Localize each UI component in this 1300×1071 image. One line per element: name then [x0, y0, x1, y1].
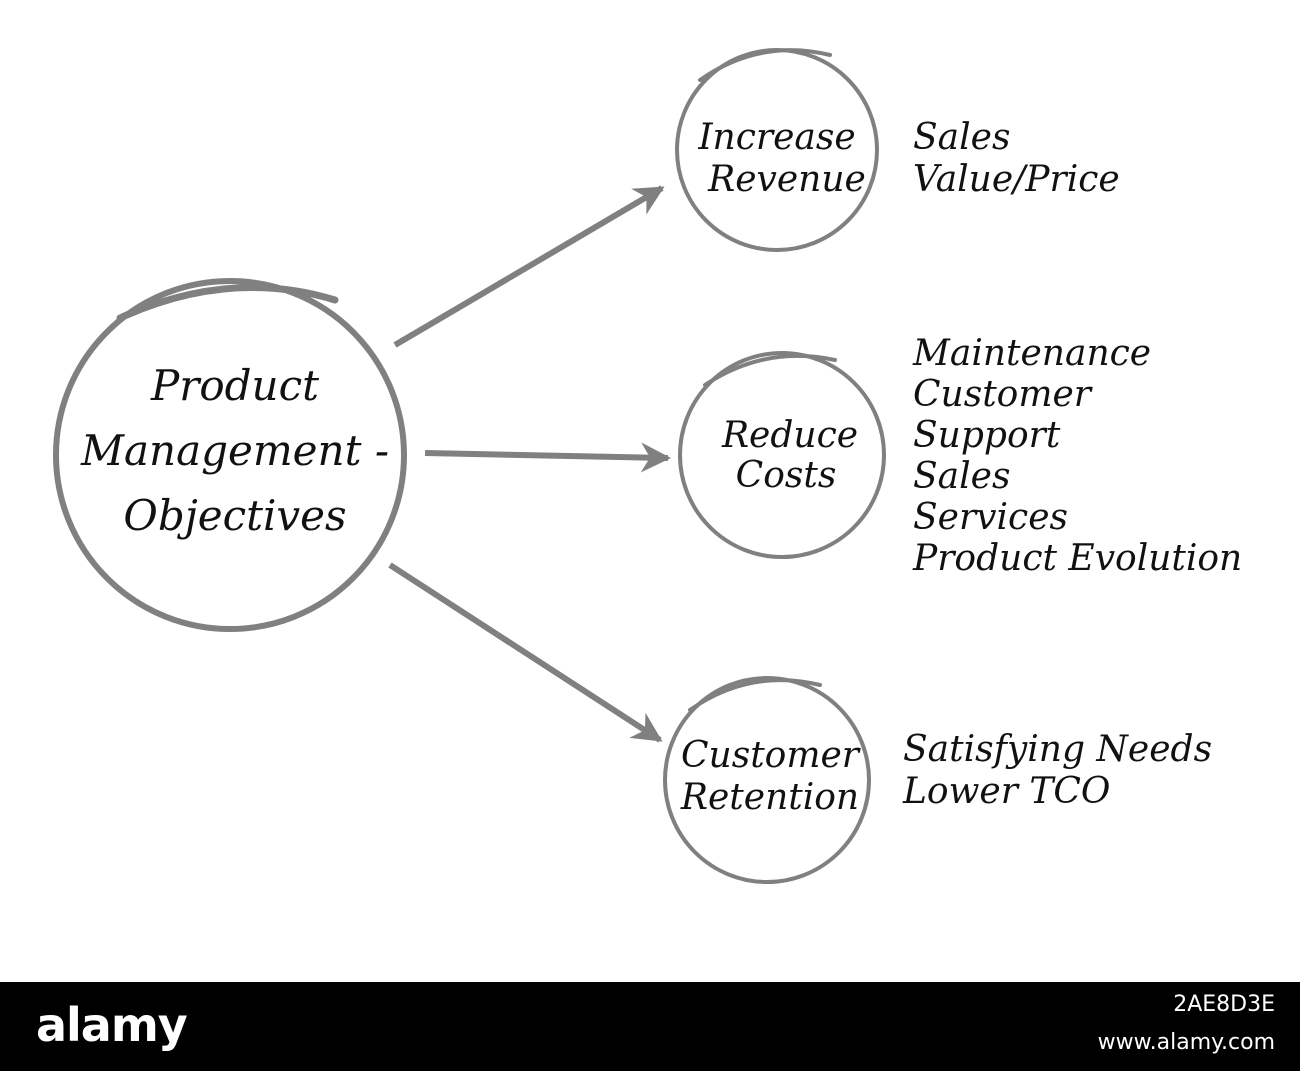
node-label-costs: Costs — [735, 455, 837, 496]
image-id: 2AE8D3E — [1173, 992, 1275, 1017]
node-label-customer: Customer — [681, 735, 859, 776]
list-item: Support — [913, 415, 1061, 456]
center-label-line3: Objectives — [123, 491, 347, 540]
diagram-canvas: Product Management - Objectives Increase… — [53, 48, 1243, 884]
list-item: Satisfying Needs — [903, 729, 1213, 770]
brand-logo: alamy — [36, 998, 188, 1052]
node-label-reduce: Reduce — [721, 415, 859, 456]
node-circle-reduce-costs — [678, 351, 886, 559]
list-item: Maintenance — [913, 333, 1152, 374]
arrow-to-increase-revenue — [393, 185, 665, 348]
node-circle-customer-retention — [663, 676, 871, 884]
diagram-shapes — [53, 48, 886, 884]
list-item: Value/Price — [913, 159, 1120, 200]
center-label-line1: Product — [151, 361, 319, 410]
list-item: Product Evolution — [913, 538, 1243, 579]
watermark-footer: alamy 2AE8D3E www.alamy.com — [0, 982, 1300, 1071]
arrow-to-reduce-costs — [424, 442, 671, 473]
arrow-to-customer-retention — [388, 562, 663, 743]
list-item: Lower TCO — [903, 771, 1111, 812]
node-label-revenue: Revenue — [708, 159, 866, 200]
site-url: www.alamy.com — [1097, 1030, 1275, 1055]
node-label-increase: Increase — [698, 117, 856, 158]
node-circle-increase-revenue — [675, 48, 879, 252]
node-label-retention: Retention — [680, 777, 860, 818]
center-label-line2: Management - — [80, 426, 390, 475]
list-item: Sales — [913, 456, 1011, 497]
list-item: Customer — [913, 374, 1091, 415]
center-circle — [53, 278, 407, 632]
list-item: Sales — [913, 117, 1011, 158]
list-item: Services — [913, 497, 1068, 538]
